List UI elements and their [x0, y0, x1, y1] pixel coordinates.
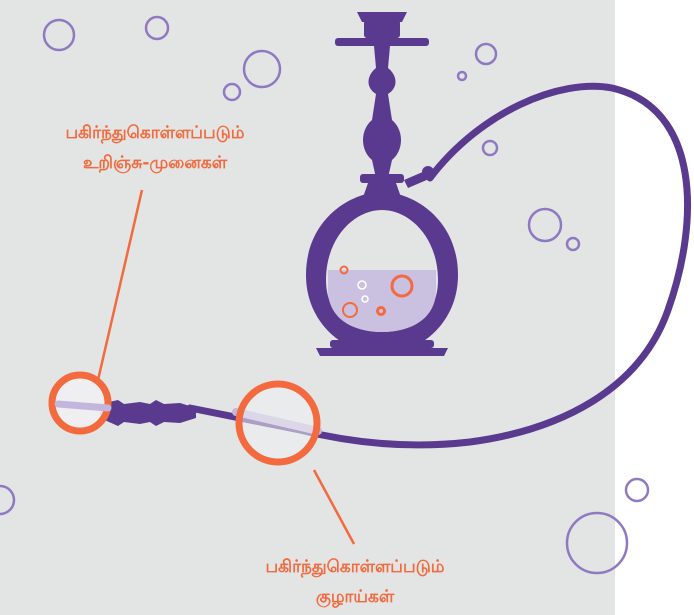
bubble: [567, 238, 579, 250]
bubble: [529, 209, 561, 241]
bubble: [244, 51, 280, 87]
connector-line-mouthpieces: [98, 190, 142, 380]
bubble: [458, 72, 466, 80]
shared-hoses-label-line2: குழாய்கள்: [205, 582, 505, 612]
shared-mouthpieces-label-line1: பகிர்ந்துகொள்ளப்படும்: [5, 118, 305, 148]
bubble: [44, 20, 74, 50]
mouthpiece-tip: [58, 404, 108, 408]
bubble: [224, 84, 240, 100]
shared-hoses-label-line1: பகிர்ந்துகொள்ளப்படும்: [205, 552, 505, 582]
bubble: [483, 141, 497, 155]
shared-mouthpieces-label: பகிர்ந்துகொள்ளப்படும் உறிஞ்சு-முனைகள்: [5, 118, 305, 178]
bubble: [0, 486, 14, 514]
bubble: [567, 513, 627, 573]
bubble: [146, 17, 168, 39]
hose-highlight-circle: [239, 384, 317, 462]
shared-hoses-label: பகிர்ந்துகொள்ளப்படும் குழாய்கள்: [205, 552, 505, 612]
bubble: [626, 479, 648, 501]
connector-line-hoses: [314, 470, 354, 544]
bubble: [476, 44, 496, 64]
shared-mouthpieces-label-line2: உறிஞ்சு-முனைகள்: [5, 148, 305, 178]
